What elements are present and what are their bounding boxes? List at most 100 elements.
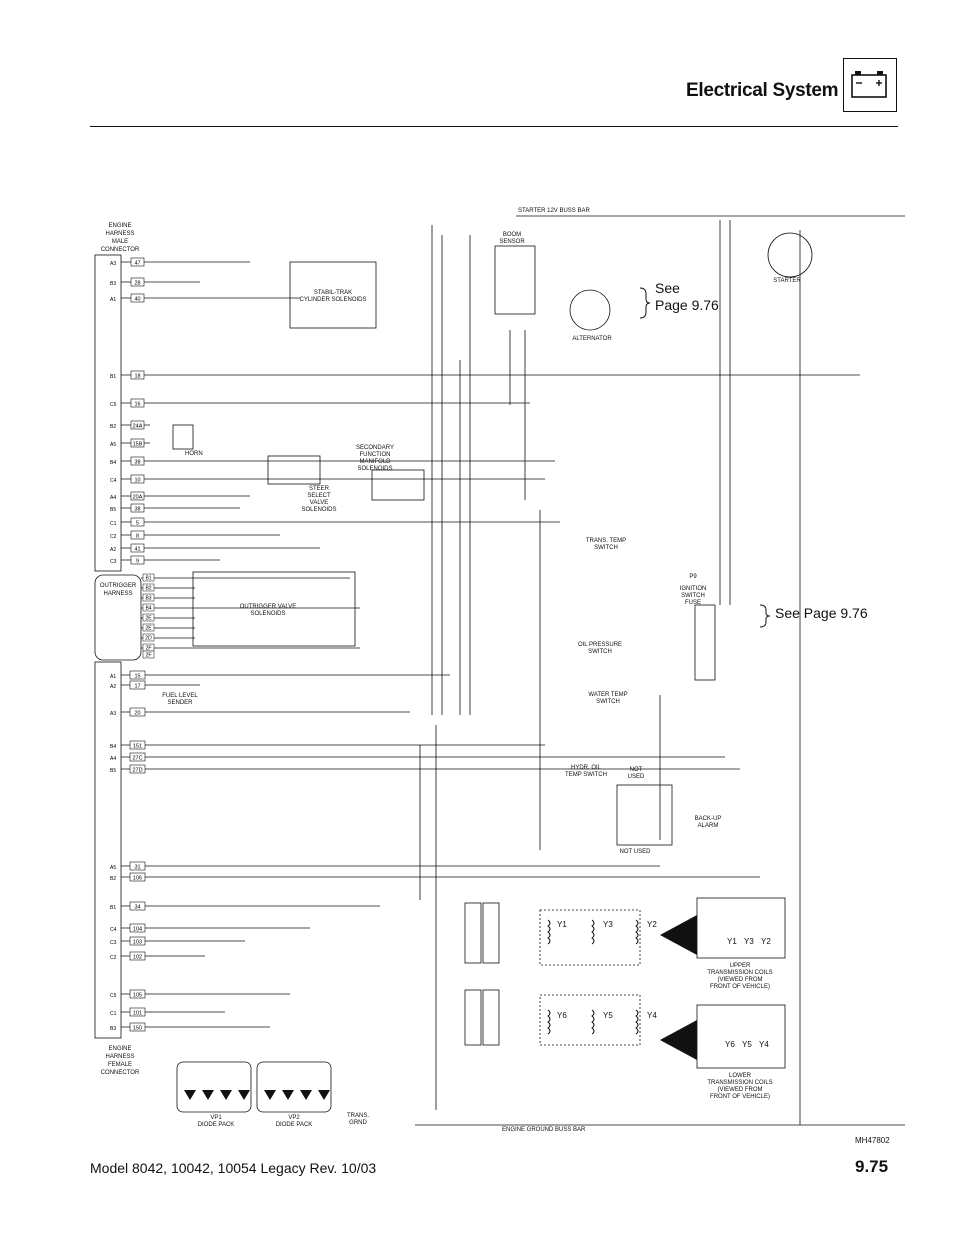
male-wire-label: 18 [134,374,140,380]
male-wire-label: 40 [134,297,140,303]
female-wire-label: 150 [133,1026,142,1032]
secondary-label-3: MANIFOLD [359,459,391,465]
trans-grnd-2: GRND [349,1120,367,1126]
male-wire-tag [130,293,145,303]
steer-label-3: VALVE [310,500,328,506]
female-pin-id: A3 [110,711,116,717]
horn-label: HORN [185,451,203,457]
outrigger-wire-tag [142,613,155,622]
female-wire-label: 27C [132,756,142,762]
fuse-label-1: P9 [689,574,697,580]
female-pin-id: A4 [110,756,116,762]
starter-body [767,232,813,278]
outrigger-wire-label: B2 [145,586,151,592]
lower-coil-y6: Y6 [725,1040,735,1049]
male-wire-tag [130,503,145,513]
upper-coils-3: (VIEWED FROM [718,977,763,983]
fuse-label-3: SWITCH [681,593,705,599]
male-wire-tag [130,491,145,501]
horn-body [172,424,194,450]
coil-y5: Y5 [603,1011,613,1020]
oil-press-label-2: SWITCH [588,649,612,655]
male-wire-label: 5 [136,521,139,527]
female-conn-l2: HARNESS [105,1054,134,1060]
oil-press-label-1: OIL PRESSURE [578,642,622,648]
female-pin-id: B3 [110,1026,116,1032]
female-wire-tag [129,1022,146,1032]
outrigger-valve-block [192,571,356,647]
vp2-label-2: DIODE PACK [276,1122,313,1128]
female-pin-id: C1 [110,1011,117,1017]
male-wire-label: 20A [133,495,143,501]
male-wire-label: 38 [134,507,140,513]
female-wire-label: 102 [133,955,142,961]
backup-label-1: BACK-UP [695,816,722,822]
female-conn-l1: ENGINE [108,1046,131,1052]
male-conn-l4: CONNECTOR [101,247,140,253]
male-wire-tag [130,543,145,553]
coil-y2: Y2 [647,920,657,929]
steer-select-block [267,455,321,485]
female-pin-id: C5 [110,993,117,999]
fuel-label-1: FUEL LEVEL [162,693,198,699]
coil-y1: Y1 [557,920,567,929]
outrigger-valve-label-2: SOLENOIDS [250,611,285,617]
not-used-1a: NOT [630,767,643,773]
trans-temp-label-2: SWITCH [594,545,618,551]
male-connector-body [94,254,122,572]
male-wire-label: 10 [134,478,140,484]
male-wire-label: 38 [134,460,140,466]
female-wire-tag [129,872,146,882]
alternator-label: ALTERNATOR [572,336,612,342]
upper-coils-2: TRANSMISSION COILS [707,970,772,976]
outrigger-wire-tag [142,623,155,632]
male-wire-label: 41 [134,547,140,553]
female-pin-id: C3 [110,940,117,946]
female-wire-tag [129,670,146,680]
see-page-mid: See Page 9.76 [775,605,868,621]
trans-temp-label-1: TRANS. TEMP [586,538,626,544]
male-pin-id: C2 [110,534,117,540]
male-wire-label: 16 [134,402,140,408]
female-pin-lines [121,674,760,1028]
starter-bus-label: STARTER 12V BUSS BAR [518,208,590,214]
male-pin-id: A2 [110,547,116,553]
upper-coil-group [539,909,641,966]
male-pin-id: C1 [110,521,117,527]
stabil-label-2: CYLINDER SOLENOIDS [299,297,366,303]
female-wire-label: 104 [133,927,142,933]
outrigger-wire-tag [142,573,155,582]
upper-coils-1: UPPER [730,963,751,969]
upper-terminal-strip [464,902,482,964]
female-wire-label: 15 [134,674,140,680]
outrigger-wire-tag [142,650,155,659]
drawing-id: MH47802 [855,1136,890,1145]
lower-coil-group [539,994,641,1046]
male-wire-tag [130,474,145,484]
female-wire-tag [129,707,146,717]
male-pin-id: B3 [110,281,116,287]
female-connector-body [94,661,122,1039]
fuse-label-2: IGNITION [680,586,707,592]
lower-coils-3: (VIEWED FROM [718,1087,763,1093]
fuse-label-4: FUSE [685,600,701,606]
male-pin-id: A1 [110,297,116,303]
lower-coils-1: LOWER [729,1073,752,1079]
secondary-solenoid-block [371,469,425,501]
not-used-2: NOT USED [620,849,652,855]
female-wire-tag [129,752,146,762]
outrigger-wire-tag [142,583,155,592]
female-wire-label: 17 [134,684,140,690]
male-pin-id: B1 [110,374,116,380]
male-wire-tag [130,420,145,430]
female-pin-id: B5 [110,768,116,774]
boom-label-2: SENSOR [499,239,525,245]
not-used-block [616,784,673,846]
female-wire-tag [129,1007,146,1017]
upper-coil-y1: Y1 [727,937,737,946]
male-pin-id: A4 [110,495,116,501]
male-wire-label: 47 [134,261,140,267]
male-pin-id: B2 [110,424,116,430]
